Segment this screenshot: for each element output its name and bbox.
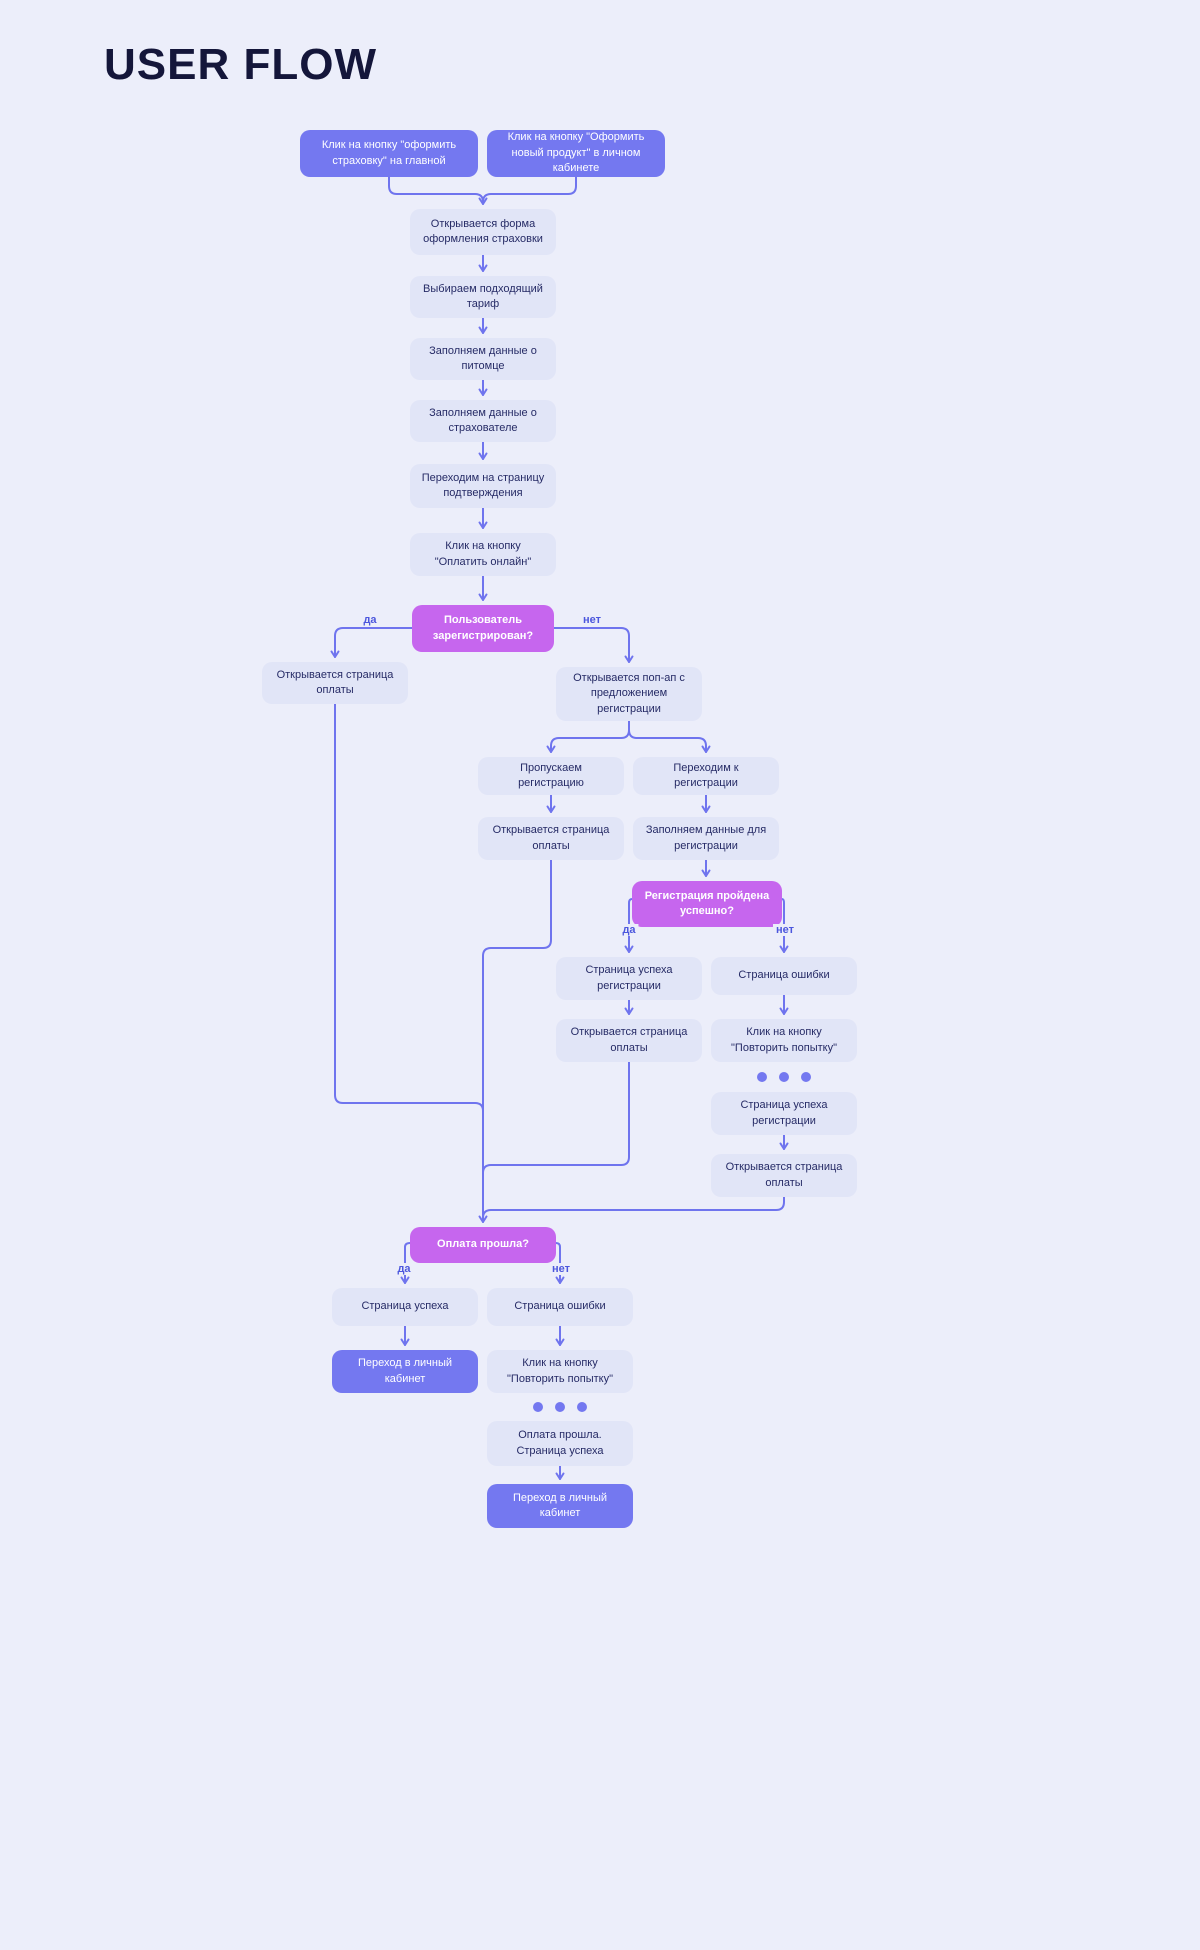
node-payment-page-after-registration: Открывается страница оплаты (556, 1019, 702, 1062)
edge-label-payment-yes: да (394, 1263, 414, 1275)
node-start-cabinet-button: Клик на кнопку "Оформить новый продукт" … (487, 130, 665, 177)
decision-registration-success: Регистрация пройдена успешно? (632, 881, 782, 927)
node-confirmation-page: Переходим на страницу подтверждения (410, 464, 556, 508)
node-retry-registration-click: Клик на кнопку "Повторить попытку" (711, 1019, 857, 1062)
connector-popup-to-go (628, 720, 711, 753)
node-pay-online-click: Клик на кнопку "Оплатить онлайн" (410, 533, 556, 576)
node-go-to-cabinet-final: Переход в личный кабинет (487, 1484, 633, 1528)
node-payment-page-skip: Открывается страница оплаты (478, 817, 624, 860)
connector-registered-no (553, 627, 634, 663)
edge-label-regsuccess-yes: да (619, 924, 639, 936)
connector-popup-to-skip (546, 720, 630, 753)
node-registration-error-page: Страница ошибки (711, 957, 857, 995)
dot-icon (533, 1402, 543, 1412)
node-choose-tariff: Выбираем подходящий тариф (410, 276, 556, 318)
dot-icon (577, 1402, 587, 1412)
node-payment-success-page: Страница успеха (332, 1288, 478, 1326)
node-skip-registration: Пропускаем регистрацию (478, 757, 624, 795)
node-payment-done-success: Оплата прошла. Страница успеха (487, 1421, 633, 1466)
decision-payment-success: Оплата прошла? (410, 1227, 556, 1263)
dot-icon (801, 1072, 811, 1082)
node-registration-data: Заполняем данные для регистрации (633, 817, 779, 860)
node-registration-success-page: Страница успеха регистрации (556, 957, 702, 1000)
edge-label-payment-no: нет (548, 1263, 574, 1275)
connector-paymentafterretry-to-paydecision (482, 1196, 785, 1219)
connector-registered-yes (330, 627, 413, 658)
node-retry-payment-click: Клик на кнопку "Повторить попытку" (487, 1350, 633, 1393)
dot-icon (555, 1402, 565, 1412)
edge-label-registered-yes: да (360, 614, 380, 626)
node-go-registration: Переходим к регистрации (633, 757, 779, 795)
connector-start-main-to-form (388, 176, 488, 205)
node-pet-data: Заполняем данные о питомце (410, 338, 556, 380)
node-insurance-form: Открывается форма оформления страховки (410, 209, 556, 255)
node-payment-page-after-retry: Открывается страница оплаты (711, 1154, 857, 1197)
connector-paymentskip-to-paydecision (478, 859, 552, 1223)
node-go-to-cabinet: Переход в личный кабинет (332, 1350, 478, 1393)
node-registration-popup: Открывается поп-ап с предложением регист… (556, 667, 702, 721)
page-title: USER FLOW (104, 40, 377, 89)
edge-label-registered-no: нет (579, 614, 605, 626)
node-payment-page-registered: Открывается страница оплаты (262, 662, 408, 704)
node-start-main-button: Клик на кнопку "оформить страховку" на г… (300, 130, 478, 177)
dot-icon (757, 1072, 767, 1082)
decision-user-registered: Пользователь зарегистрирован? (412, 605, 554, 652)
connector-start-cabinet-to-form (482, 176, 577, 203)
ellipsis-dots-registration (757, 1072, 811, 1082)
node-insurer-data: Заполняем данные о страхователе (410, 400, 556, 442)
connector-paymentregistered-to-paydecision (334, 703, 484, 1112)
node-registration-success-page-retry: Страница успеха регистрации (711, 1092, 857, 1135)
connector-paymentafterreg-to-paydecision (482, 1061, 630, 1174)
edge-label-regsuccess-no: нет (772, 924, 798, 936)
node-payment-error-page: Страница ошибки (487, 1288, 633, 1326)
ellipsis-dots-payment (533, 1402, 587, 1412)
dot-icon (779, 1072, 789, 1082)
